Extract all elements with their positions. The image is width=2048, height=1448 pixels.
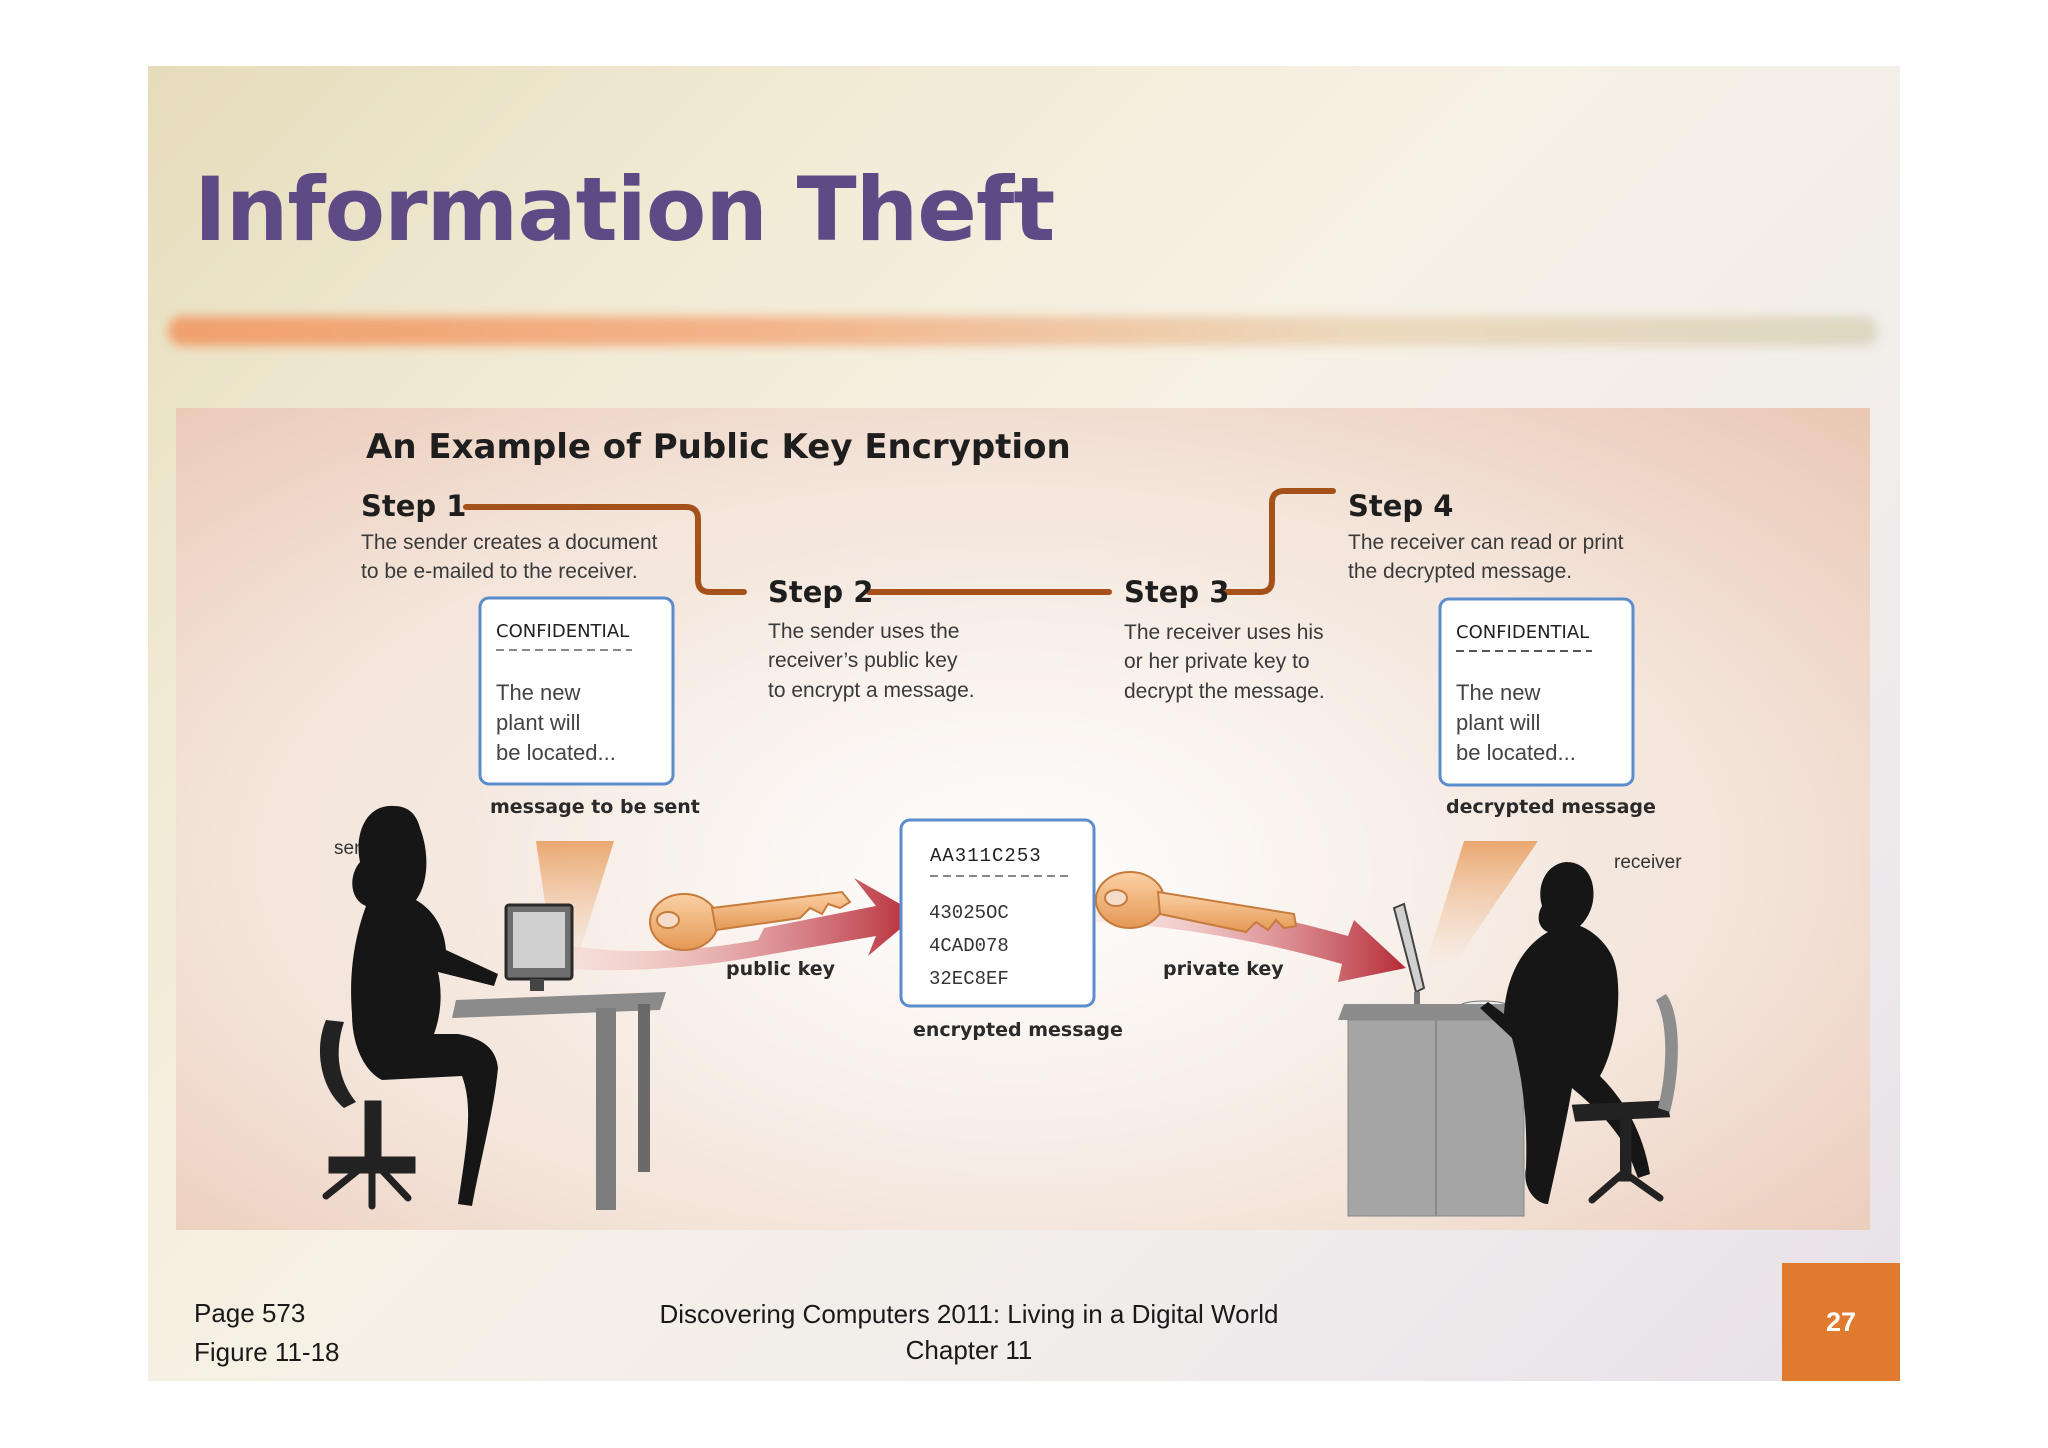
public-key-label: public key: [726, 958, 836, 980]
sender-chair: [322, 1100, 416, 1210]
step-3-title: Step 3: [1124, 575, 1229, 609]
figure-title: An Example of Public Key Encryption: [366, 427, 1071, 467]
encryption-diagram: An Example of Public Key Encryption Step…: [320, 427, 1682, 1230]
slide: Information Theft: [148, 66, 1900, 1381]
receiver-light-beam: [1426, 841, 1538, 964]
footer-line-1: Discovering Computers 2011: Living in a …: [659, 1299, 1279, 1329]
encrypted-card-line-4: 32EC8EF: [929, 968, 1009, 990]
page-number: 27: [1782, 1263, 1900, 1381]
step-1: Step 1 The sender creates a document to …: [361, 489, 658, 583]
step-2-line-2: receiver’s public key: [768, 649, 958, 672]
receiver-label: receiver: [1614, 852, 1682, 873]
step-4-line-1: The receiver can read or print: [1348, 531, 1624, 554]
message-card-caption: message to be sent: [490, 796, 700, 818]
message-card-header: CONFIDENTIAL: [496, 621, 629, 642]
sender-workstation: [320, 805, 666, 1210]
footer-line-2: Chapter 11: [905, 1335, 1033, 1365]
step-3-line-2: or her private key to: [1124, 650, 1310, 673]
sender-desk-leg: [596, 1008, 616, 1210]
receiver-chair: [1571, 1100, 1671, 1204]
decrypted-card-header: CONFIDENTIAL: [1456, 622, 1589, 643]
encrypted-card-line-3: 4CAD078: [929, 935, 1009, 957]
private-key-icon: [1095, 871, 1298, 934]
decrypted-card-caption: decrypted message: [1446, 796, 1656, 818]
encrypted-card-caption: encrypted message: [913, 1019, 1123, 1041]
page-reference: Page 573: [194, 1298, 306, 1328]
step-4-title: Step 4: [1348, 489, 1453, 523]
step-2-line-1: The sender uses the: [768, 620, 959, 643]
encrypted-card-line-2: 43025OC: [929, 902, 1009, 924]
step-3-line-1: The receiver uses his: [1124, 621, 1324, 644]
decrypted-card-line-1: The new: [1456, 680, 1540, 705]
step-2: Step 2 The sender uses the receiver’s pu…: [768, 575, 975, 702]
private-key-label: private key: [1163, 958, 1284, 980]
sender-screen: [513, 912, 565, 968]
step-3: Step 3 The receiver uses his or her priv…: [1124, 575, 1325, 703]
receiver-monitor: [1392, 902, 1426, 994]
step-connector-line: [463, 488, 1336, 595]
step-1-line-1: The sender creates a document: [361, 531, 658, 554]
step-2-title: Step 2: [768, 575, 873, 609]
step-4-line-2: the decrypted message.: [1348, 560, 1572, 583]
message-card-line-2: plant will: [496, 710, 580, 735]
sender-silhouette: [351, 805, 498, 1206]
figure-panel: An Example of Public Key Encryption Step…: [176, 408, 1870, 1230]
receiver-workstation: [1338, 862, 1678, 1217]
encrypted-card: AA311C253 43025OC 4CAD078 32EC8EF encryp…: [899, 818, 1123, 1041]
public-key-icon: [649, 890, 852, 951]
step-1-title: Step 1: [361, 489, 466, 523]
message-card-line-1: The new: [496, 680, 580, 705]
step-2-line-3: to encrypt a message.: [768, 679, 975, 702]
decrypted-card: CONFIDENTIAL The new plant will be locat…: [1438, 597, 1656, 818]
step-1-line-2: to be e-mailed to the receiver.: [361, 560, 638, 583]
footer-caption: Discovering Computers 2011: Living in a …: [628, 1296, 1310, 1368]
decrypted-card-frame: [1438, 597, 1635, 787]
decrypted-card-line-3: be located...: [1456, 740, 1576, 765]
title-accent-bar: [168, 316, 1878, 346]
step-3-line-3: decrypt the message.: [1124, 680, 1325, 703]
encrypted-card-frame: [899, 818, 1096, 1008]
message-card-line-3: be located...: [496, 740, 616, 765]
encrypted-card-line-1: AA311C253: [930, 845, 1042, 867]
message-card-frame: [478, 596, 675, 786]
slide-title: Information Theft: [194, 158, 1055, 261]
figure-reference: Figure 11-18: [194, 1337, 340, 1367]
step-4: Step 4 The receiver can read or print th…: [1348, 489, 1624, 583]
message-card: CONFIDENTIAL The new plant will be locat…: [478, 596, 700, 818]
encrypt-arrow: [560, 878, 918, 971]
decrypted-card-line-2: plant will: [1456, 710, 1540, 735]
